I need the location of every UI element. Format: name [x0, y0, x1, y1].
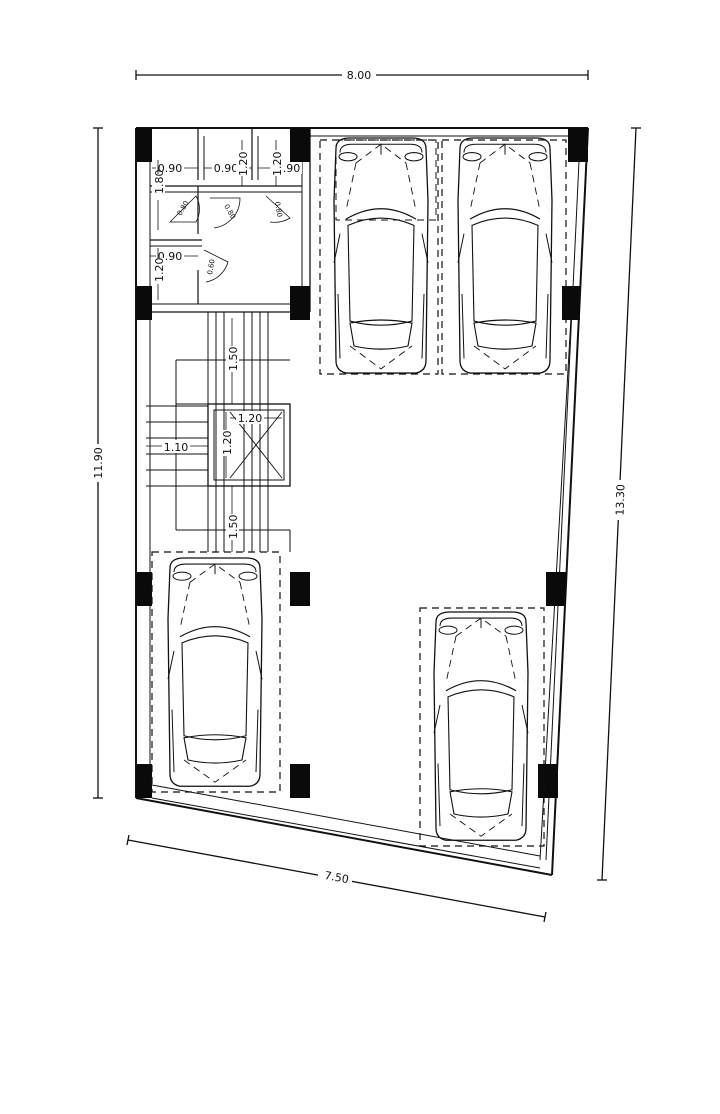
dimension-left: 11.90 [90, 127, 106, 799]
column [136, 572, 152, 606]
dimension-top: 8.00 [135, 68, 589, 82]
service-core: 0.80 0.80 0.80 0.60 0.90 0.90 0.90 1.20 … [150, 128, 311, 313]
column [136, 128, 152, 162]
column [290, 572, 310, 606]
stair-upper: 1.50 [227, 347, 240, 372]
dim-top-label: 8.00 [347, 69, 372, 82]
car-1 [333, 137, 429, 374]
dim-left-label: 11.90 [92, 447, 105, 479]
car-2 [457, 137, 553, 374]
site-boundary [135, 127, 589, 876]
dimension-right: 13.30 [597, 127, 641, 881]
bath1-width: 0.90 [158, 162, 183, 175]
door-label-3: 0.80 [273, 201, 284, 218]
door-label-4: 0.60 [206, 259, 217, 276]
structural-columns [136, 128, 588, 798]
column [290, 286, 310, 320]
door-label-1: 0.80 [176, 199, 191, 217]
column [562, 286, 580, 320]
elevator-depth: 1.20 [221, 431, 234, 456]
elevator-width: 1.20 [238, 412, 263, 425]
toilet-depth: 1.80 [153, 170, 166, 195]
parking-bays [151, 139, 567, 847]
column [568, 128, 588, 162]
column [136, 286, 152, 320]
stair-core: 1.50 1.50 1.10 1.20 1.20 [146, 312, 291, 552]
bath2-width: 0.90 [214, 162, 239, 175]
column [136, 764, 152, 798]
stair-lower: 1.50 [227, 515, 240, 540]
car-3 [167, 557, 263, 787]
column [290, 764, 310, 798]
lower-bath-depth: 1.20 [153, 258, 166, 283]
bath-depth-2: 1.20 [271, 152, 284, 177]
car-4 [433, 611, 529, 841]
dimension-bottom: 7.50 [126, 834, 547, 923]
dim-bottom-label: 7.50 [323, 869, 349, 886]
door-label-2: 0.80 [222, 203, 237, 221]
column [546, 572, 566, 606]
dim-right-label: 13.30 [613, 484, 627, 516]
column [538, 764, 558, 798]
bath-depth-1: 1.20 [237, 152, 250, 177]
column [290, 128, 310, 162]
stair-width: 1.10 [164, 441, 189, 454]
